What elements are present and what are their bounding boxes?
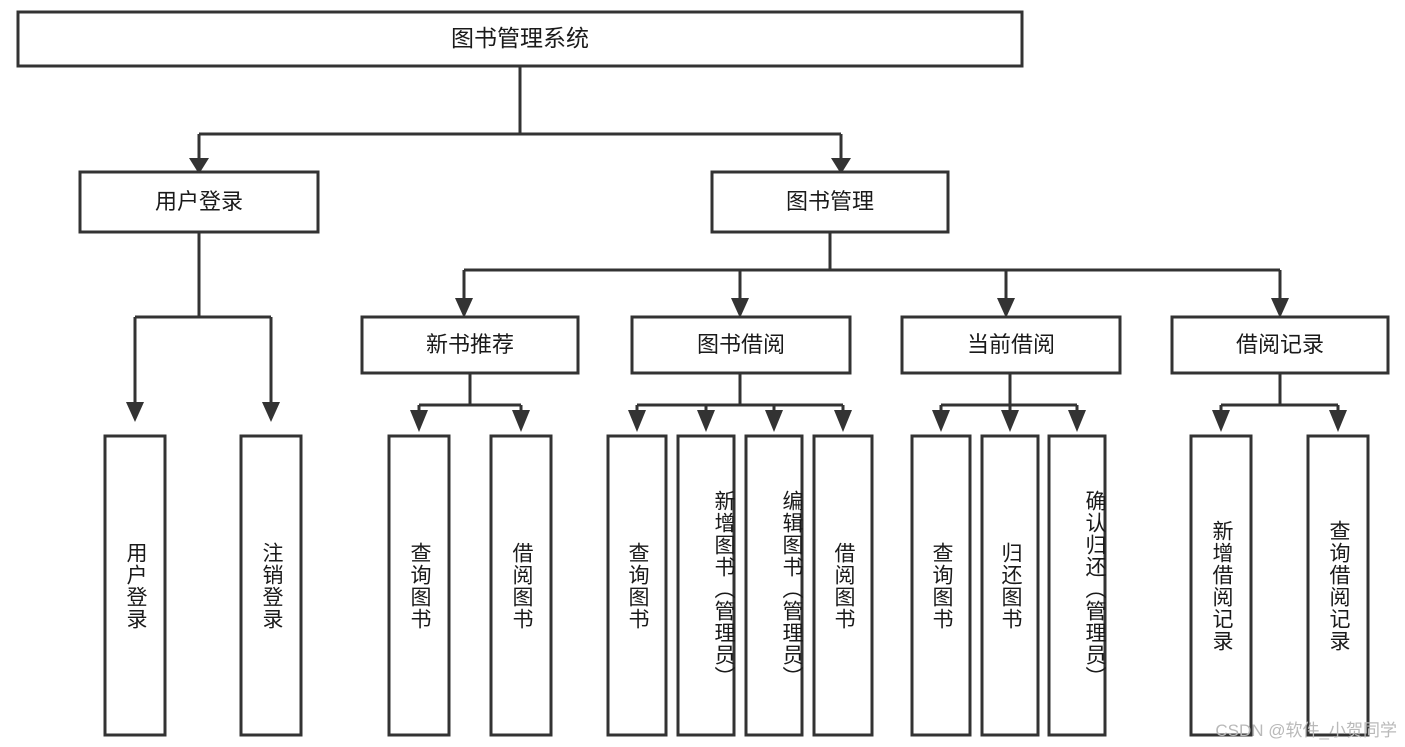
node-current-borrow[interactable]: 当前借阅 <box>900 315 1122 375</box>
leaf-box-user-login[interactable] <box>103 434 167 737</box>
arrowhead-leaf-logout <box>262 402 280 422</box>
leaf-box-query-record[interactable] <box>1306 434 1370 737</box>
leaf-box-borrow-book-2[interactable] <box>812 434 874 737</box>
leaf-box-query-book-2[interactable] <box>606 434 668 737</box>
arrowhead-leaf-add-book <box>697 410 715 432</box>
leaf-box-borrow-book-1[interactable] <box>489 434 553 737</box>
leaf-box-confirm-return[interactable] <box>1047 434 1107 737</box>
arrowhead-leaf-confirm-return <box>1068 410 1086 432</box>
arrowhead-leaf-query-book-3 <box>932 410 950 432</box>
arrowhead-leaf-edit-book <box>765 410 783 432</box>
arrowhead-leaf-add-record <box>1212 410 1230 432</box>
node-borrow-record-label: 借阅记录 <box>1236 332 1324 357</box>
arrowhead-leaf-borrow-book-2 <box>834 410 852 432</box>
arrowhead-leaf-query-book-1 <box>410 410 428 432</box>
leaf-box-edit-book[interactable] <box>744 434 804 737</box>
node-book-borrow-label: 图书借阅 <box>697 332 785 357</box>
node-book-manage-label: 图书管理 <box>786 189 874 214</box>
node-root-label: 图书管理系统 <box>451 25 589 51</box>
arrowhead-new-book-rec <box>455 298 473 318</box>
node-user-login-label: 用户登录 <box>155 189 243 214</box>
arrowhead-user-login <box>189 158 209 174</box>
node-book-borrow[interactable]: 图书借阅 <box>630 315 852 375</box>
node-book-manage[interactable]: 图书管理 <box>710 170 950 234</box>
node-new-book-rec[interactable]: 新书推荐 <box>360 315 580 375</box>
leaf-box-query-book-3[interactable] <box>910 434 972 737</box>
arrowhead-leaf-borrow-book-1 <box>512 410 530 432</box>
leaf-box-logout[interactable] <box>239 434 303 737</box>
arrowhead-leaf-query-record <box>1329 410 1347 432</box>
leaf-box-add-record[interactable] <box>1189 434 1253 737</box>
node-user-login[interactable]: 用户登录 <box>78 170 320 234</box>
arrowhead-current-borrow <box>997 298 1015 318</box>
arrowhead-leaf-return-book <box>1001 410 1019 432</box>
node-root[interactable]: 图书管理系统 <box>16 10 1024 68</box>
csdn-watermark: CSDN @软件_小贺同学 <box>1215 721 1397 740</box>
node-borrow-record[interactable]: 借阅记录 <box>1170 315 1390 375</box>
arrowhead-leaf-user-login <box>126 402 144 422</box>
node-current-borrow-label: 当前借阅 <box>967 332 1055 357</box>
node-new-book-rec-label: 新书推荐 <box>426 332 514 357</box>
arrowhead-borrow-record <box>1271 298 1289 318</box>
arrowhead-book-manage <box>831 158 851 174</box>
arrowhead-leaf-query-book-2 <box>628 410 646 432</box>
leaf-box-return-book[interactable] <box>980 434 1040 737</box>
leaf-box-add-book[interactable] <box>676 434 736 737</box>
leaf-box-query-book-1[interactable] <box>387 434 451 737</box>
arrowhead-book-borrow <box>731 298 749 318</box>
